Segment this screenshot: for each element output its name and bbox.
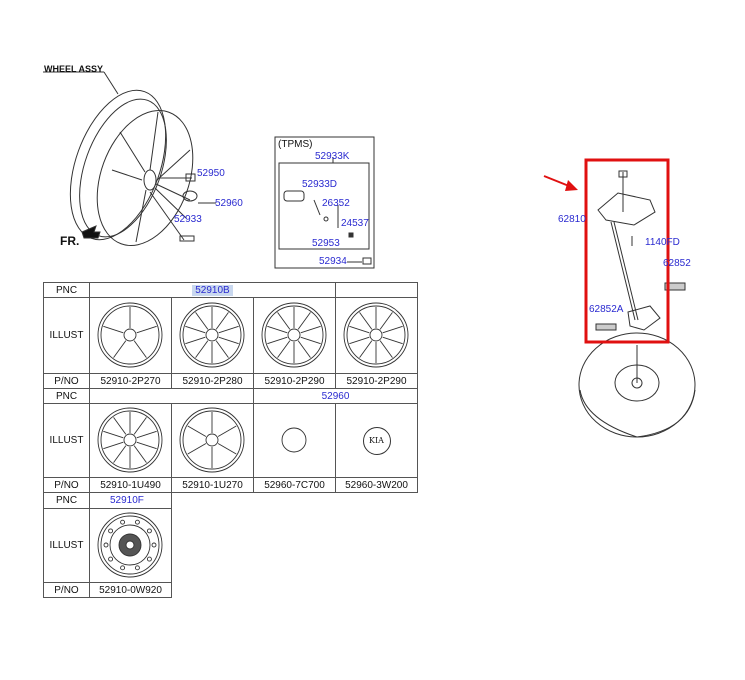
callout-62852[interactable]: 62852 xyxy=(663,258,691,269)
wheel-illustration-icon xyxy=(343,302,409,368)
wheel-illustration-icon xyxy=(179,302,245,368)
illust-cell[interactable] xyxy=(171,403,254,478)
wheel-assy-label: WHEEL ASSY xyxy=(44,64,104,74)
pnc-label: PNC xyxy=(43,282,90,298)
callout-52933d[interactable]: 52933D xyxy=(302,179,338,190)
illust-label: ILLUST xyxy=(43,508,90,583)
pno-cell[interactable]: 52960-7C700 xyxy=(253,477,336,493)
pno-cell[interactable]: 52910-0W920 xyxy=(89,582,172,598)
illust-cell[interactable] xyxy=(253,403,336,478)
wheel-illustration-icon xyxy=(179,407,245,473)
wheel-illustration-icon xyxy=(261,302,327,368)
pno-cell[interactable]: 52910-1U490 xyxy=(89,477,172,493)
wheel-illustration-icon xyxy=(97,407,163,473)
wheel-illustration-icon xyxy=(97,302,163,368)
callout-52934[interactable]: 52934 xyxy=(319,256,347,267)
illust-cell[interactable] xyxy=(89,297,172,374)
illust-cell[interactable] xyxy=(171,297,254,374)
pnc-label: PNC xyxy=(43,388,90,404)
pnc-label: PNC xyxy=(43,492,90,509)
pnc-cell xyxy=(335,282,418,298)
wheel-illustration-icon xyxy=(97,512,163,578)
wheel-assembly-drawing xyxy=(43,71,696,438)
callout-52960[interactable]: 52960 xyxy=(215,198,243,209)
illust-cell[interactable] xyxy=(335,297,418,374)
pno-cell[interactable]: 52910-2P270 xyxy=(89,373,172,389)
front-direction-label: FR. xyxy=(60,234,80,248)
illust-label: ILLUST xyxy=(43,297,90,374)
pnc-cell: 52910F xyxy=(89,492,172,509)
pno-cell[interactable]: 52910-1U270 xyxy=(171,477,254,493)
callout-52953[interactable]: 52953 xyxy=(312,238,340,249)
pno-cell[interactable]: 52910-2P290 xyxy=(335,373,418,389)
callout-52933k[interactable]: 52933K xyxy=(315,151,350,162)
illust-cell[interactable] xyxy=(89,403,172,478)
kia-logo-cap: KIA xyxy=(362,426,391,455)
pno-cell[interactable]: 52910-2P280 xyxy=(171,373,254,389)
center-cap-icon xyxy=(281,427,307,453)
callout-52933[interactable]: 52933 xyxy=(174,214,202,225)
pno-label: P/NO xyxy=(43,373,90,389)
pno-label: P/NO xyxy=(43,477,90,493)
callout-62810[interactable]: 62810 xyxy=(558,214,586,225)
callout-26352[interactable]: 26352 xyxy=(322,198,350,209)
illust-label: ILLUST xyxy=(43,403,90,478)
pnc-cell: 52910B xyxy=(89,282,336,298)
spare-carrier-highlight-box xyxy=(543,158,670,344)
pno-cell[interactable]: 52960-3W200 xyxy=(335,477,418,493)
pno-label: P/NO xyxy=(43,582,90,598)
callout-52950[interactable]: 52950 xyxy=(197,168,225,179)
pno-cell[interactable]: 52910-2P290 xyxy=(253,373,336,389)
illust-cell[interactable] xyxy=(253,297,336,374)
illust-cell[interactable] xyxy=(89,508,172,583)
callout-62852a[interactable]: 62852A xyxy=(589,304,624,315)
callout-1140fd[interactable]: 1140FD xyxy=(645,237,680,248)
pnc-52910b[interactable]: 52910B xyxy=(192,284,233,296)
pnc-cell xyxy=(89,388,254,404)
pnc-52910f[interactable]: 52910F xyxy=(110,495,144,506)
tpms-title: (TPMS) xyxy=(278,139,313,150)
illust-cell[interactable]: KIA xyxy=(335,403,418,478)
callout-24537[interactable]: 24537 xyxy=(341,218,369,229)
pnc-52960[interactable]: 52960 xyxy=(253,388,418,404)
